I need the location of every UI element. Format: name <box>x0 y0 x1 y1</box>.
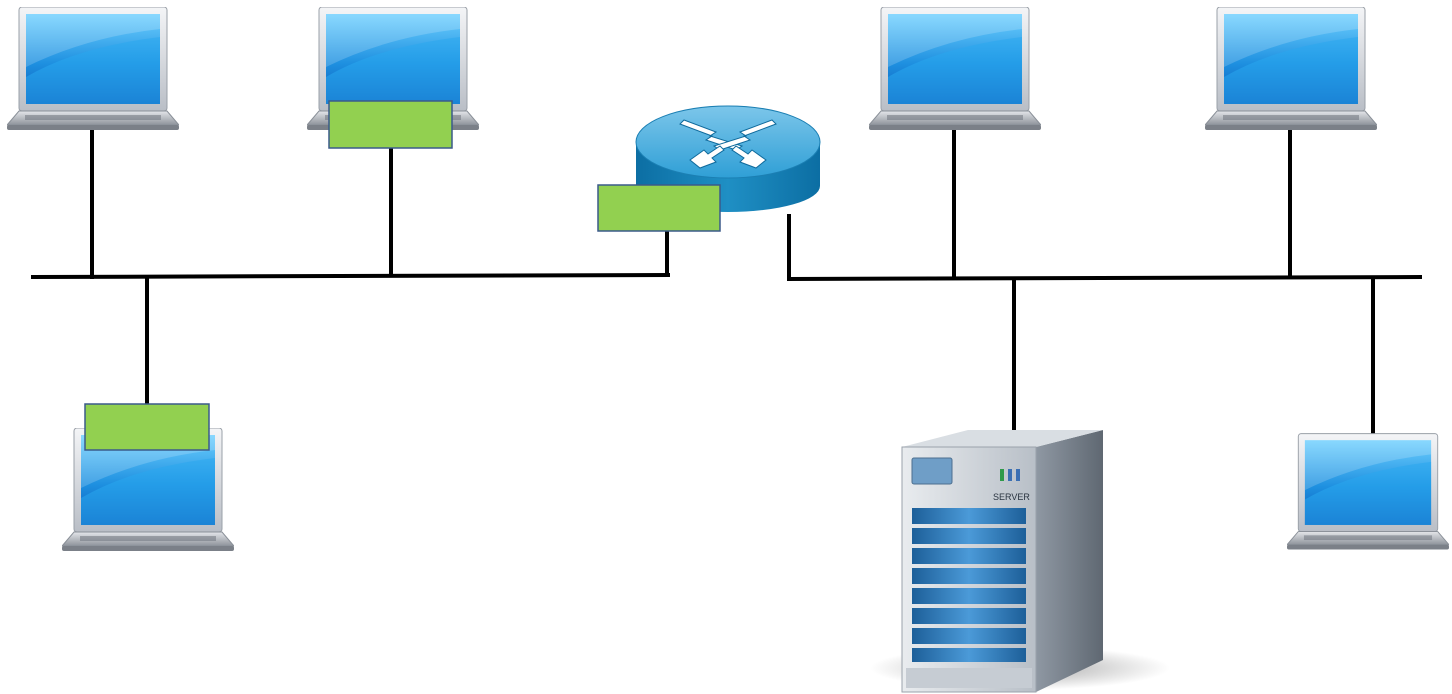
tag-laptop-2 <box>328 100 453 149</box>
tag-laptop-3 <box>84 403 210 451</box>
bus-left <box>30 272 671 280</box>
laptop-icon <box>7 7 179 131</box>
server-bays <box>912 508 1026 662</box>
laptop-icon <box>1287 433 1449 550</box>
laptop-icon <box>1205 7 1377 131</box>
cables <box>30 126 1423 438</box>
laptop-4[interactable] <box>869 7 1041 131</box>
server[interactable]: SERVER <box>870 430 1170 693</box>
bus-right <box>786 274 1423 282</box>
laptop-icon <box>869 7 1041 131</box>
server-icon: SERVER <box>870 430 1170 693</box>
laptop-5[interactable] <box>1205 7 1377 131</box>
tag-router <box>597 184 721 232</box>
laptop-6[interactable] <box>1287 433 1449 550</box>
server-label: SERVER <box>993 492 1030 502</box>
laptop-1[interactable] <box>7 7 179 131</box>
